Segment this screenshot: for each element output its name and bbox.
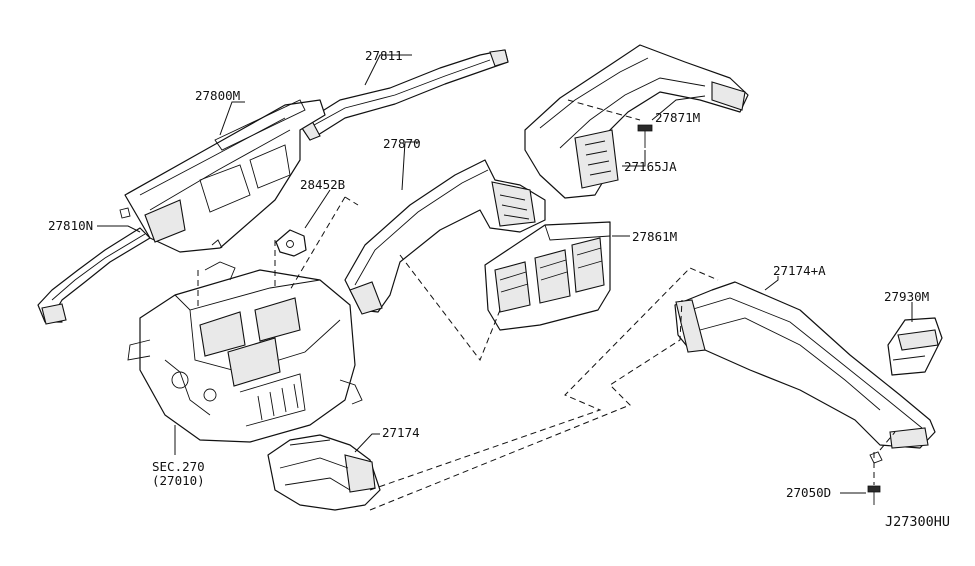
label-27861M: 27861M bbox=[632, 229, 677, 244]
duct-27930M bbox=[887, 317, 943, 376]
label-28452B: 28452B bbox=[300, 177, 345, 192]
duct-27870 bbox=[344, 159, 546, 315]
label-27800M: 27800M bbox=[195, 88, 240, 103]
duct-27811 bbox=[299, 49, 509, 141]
duct-27871M bbox=[524, 44, 749, 199]
duct-27810N bbox=[37, 227, 151, 325]
bracket-28452B bbox=[275, 229, 307, 257]
label-27810N: 27810N bbox=[48, 218, 93, 233]
label-27174A: 27174+A bbox=[773, 263, 826, 278]
duct-27174A bbox=[674, 281, 936, 449]
duct-27174 bbox=[267, 434, 381, 511]
screw-27165JA bbox=[637, 124, 653, 148]
label-27870: 27870 bbox=[383, 136, 421, 151]
label-27871M: 27871M bbox=[655, 110, 700, 125]
vent-27861M bbox=[484, 221, 611, 331]
label-27174: 27174 bbox=[382, 425, 420, 440]
bolt-27050D bbox=[867, 451, 883, 505]
label-27050D: 27050D bbox=[786, 485, 831, 500]
dashed-connections bbox=[197, 99, 896, 511]
label-27165JA: 27165JA bbox=[624, 159, 677, 174]
label-27811: 27811 bbox=[365, 48, 403, 63]
vent-assembly-27800M bbox=[119, 99, 326, 253]
diagram-id: J27300HU bbox=[885, 514, 950, 530]
leader-lines bbox=[97, 54, 913, 494]
heater-unit-sec270 bbox=[127, 261, 363, 443]
label-sec270: SEC.270 bbox=[152, 459, 205, 474]
callout-labels: 27811 27800M 28452B 27810N 27870 27871M … bbox=[48, 48, 950, 530]
label-27930M: 27930M bbox=[884, 289, 929, 304]
label-sec27010: (27010) bbox=[152, 473, 205, 488]
